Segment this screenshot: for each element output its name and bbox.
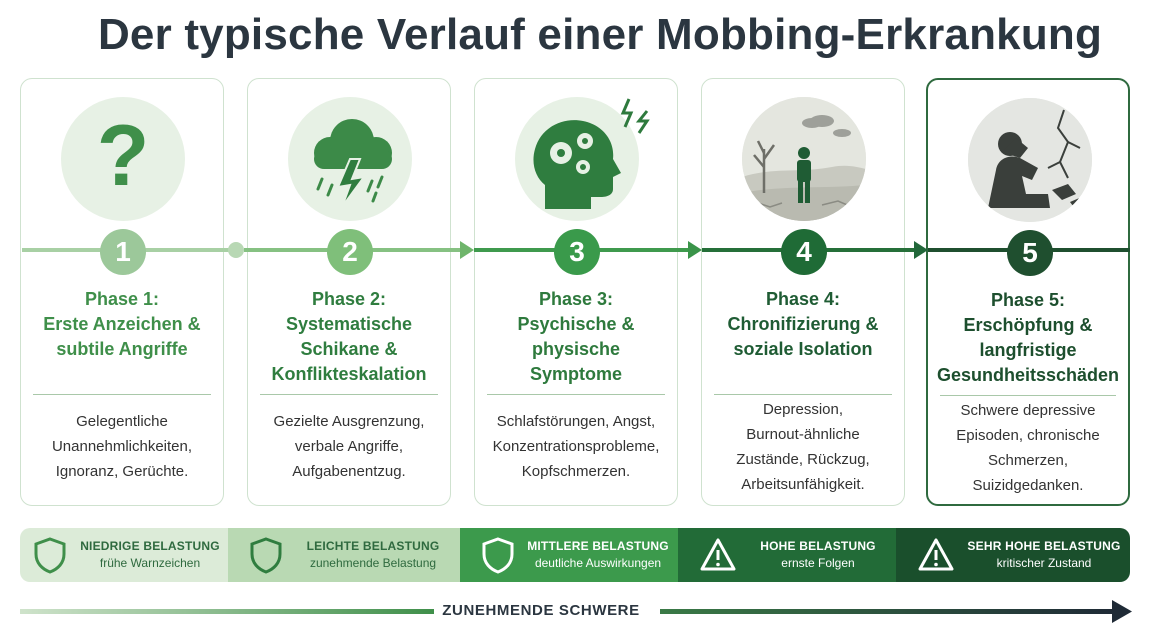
level-title: HOHE BELASTUNG [760,539,876,553]
severity-label: ZUNEHMENDE SCHWERE [442,602,640,619]
level-title: NIEDRIGE BELASTUNG [80,539,220,553]
phase-description: Schlafstörungen, Angst, Konzentrationspr… [492,413,660,480]
warning-icon [700,538,736,571]
level-title: SEHR HOHE BELASTUNG [967,539,1121,553]
phase-title: Phase 5: Erschöpfung & langfristige Gesu… [936,290,1120,385]
phase-card-1: ? 1 Phase 1: Erste Anzeichen & subtile A… [20,78,224,506]
level-very-high: SEHR HOHE BELASTUNG kritischer Zustand [896,528,1130,582]
head-gears-icon [515,97,639,221]
phase-description: Depression, Burnout-ähnliche Zustände, R… [736,401,870,493]
phase-title: Phase 4: Chronifizierung & soziale Isola… [727,289,879,359]
divider [33,394,211,395]
warning-icon [918,538,954,571]
level-medium: MITTLERE BELASTUNG deutliche Auswirkunge… [460,528,678,582]
phase-description: Gelegentliche Unannehmlichkeiten, Ignora… [51,413,193,480]
timeline-arrow-2 [460,241,474,259]
phase-number-badge: 3 [554,229,600,275]
level-subtitle: deutliche Auswirkungen [534,556,662,570]
level-title: LEICHTE BELASTUNG [306,539,440,553]
shield-icon [250,537,282,574]
question-mark-icon: ? [61,97,185,221]
phase-card-4: 4 Phase 4: Chronifizierung & soziale Iso… [701,78,905,506]
level-subtitle: frühe Warnzeichen [99,556,201,570]
level-subtitle: zunehmende Belastung [309,556,437,570]
level-high: HOHE BELASTUNG ernste Folgen [678,528,896,582]
timeline-arrow-3 [688,241,702,259]
severity-arrow [20,600,1132,623]
level-title: MITTLERE BELASTUNG [527,539,669,553]
phase-number-badge: 4 [781,229,827,275]
level-low: NIEDRIGE BELASTUNG frühe Warnzeichen [20,528,228,582]
phase-card-5: 5 Phase 5: Erschöpfung & langfristige Ge… [926,78,1130,506]
phase-description: Gezielte Ausgrenzung, verbale Angriffe, … [273,413,425,480]
page-title: Der typische Verlauf einer Mobbing-Erkra… [97,10,1103,59]
phase-number-badge: 2 [327,229,373,275]
divider [714,394,892,395]
shield-icon [34,537,66,574]
phase-description: Schwere depressive Episoden, chronische … [956,402,1100,494]
level-subtitle: ernste Folgen [781,556,855,570]
timeline-dot [228,242,244,258]
isolated-person-icon [742,97,866,221]
phase-title: Phase 1: Erste Anzeichen & subtile Angri… [43,289,201,359]
divider [487,394,665,395]
divider [260,394,438,395]
exhausted-person-icon [968,98,1092,222]
phase-title: Phase 2: Systematische Schikane & Konfli… [271,289,427,384]
svg-text:?: ? [97,108,150,204]
phase-number-badge: 1 [100,229,146,275]
phase-number-badge: 5 [1007,230,1053,276]
phase-card-3: 3 Phase 3: Psychische & physische Sympto… [474,78,678,506]
phase-title: Phase 3: Psychische & physische Symptome [517,289,635,384]
lightning-icon [620,98,650,134]
divider [940,395,1116,396]
storm-cloud-icon [288,97,412,221]
level-subtitle: kritischer Zustand [996,556,1092,570]
shield-icon [482,537,514,574]
level-light: LEICHTE BELASTUNG zunehmende Belastung [228,528,460,582]
phase-card-2: 2 Phase 2: Systematische Schikane & Konf… [247,78,451,506]
